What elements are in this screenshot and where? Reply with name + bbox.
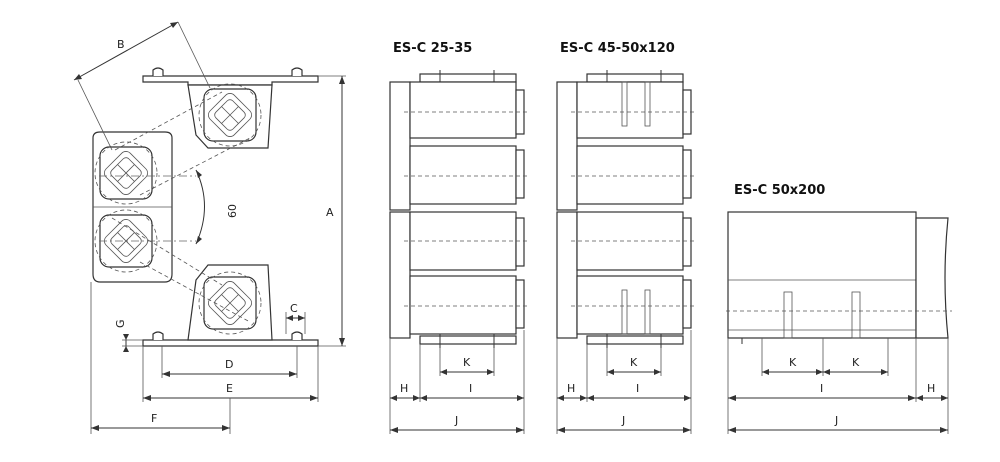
dim-h-label-2: H bbox=[567, 382, 575, 395]
dim-k-label-1: K bbox=[463, 356, 471, 369]
title-es-c-50x200: ES-C 50x200 bbox=[734, 183, 825, 198]
dim-g-label: G bbox=[114, 319, 127, 328]
dim-i-label-3: I bbox=[820, 382, 823, 395]
dim-c-label: C bbox=[290, 302, 298, 315]
angle-60-label: 60 bbox=[226, 204, 239, 218]
dim-i-label-1: I bbox=[469, 382, 472, 395]
dim-j-label-2: J bbox=[621, 414, 625, 427]
dim-k-label-2: K bbox=[630, 356, 638, 369]
side-view-es-c-50x200: K K I H J bbox=[726, 211, 952, 434]
side-view-es-c-45-50x120: K H I J bbox=[556, 70, 695, 434]
dim-j-label-3: J bbox=[834, 414, 838, 427]
dim-a-label: A bbox=[326, 206, 334, 219]
title-es-c-25-35: ES-C 25-35 bbox=[393, 41, 472, 56]
title-es-c-45-50x120: ES-C 45-50x120 bbox=[560, 41, 675, 56]
dim-f-label: F bbox=[151, 412, 157, 425]
dim-h-label-3: H bbox=[927, 382, 935, 395]
dim-h-label-1: H bbox=[400, 382, 408, 395]
dim-b-label: B bbox=[117, 38, 125, 51]
dim-k-label-3: K bbox=[789, 356, 797, 369]
dim-e-label: E bbox=[226, 382, 233, 395]
front-view: B 60 A C G D bbox=[73, 21, 346, 434]
side-view-es-c-25-35: K H I J bbox=[389, 70, 528, 434]
dim-i-label-2: I bbox=[636, 382, 639, 395]
dim-d-label: D bbox=[225, 358, 233, 371]
dim-j-label-1: J bbox=[454, 414, 458, 427]
dim-k-label-4: K bbox=[852, 356, 860, 369]
